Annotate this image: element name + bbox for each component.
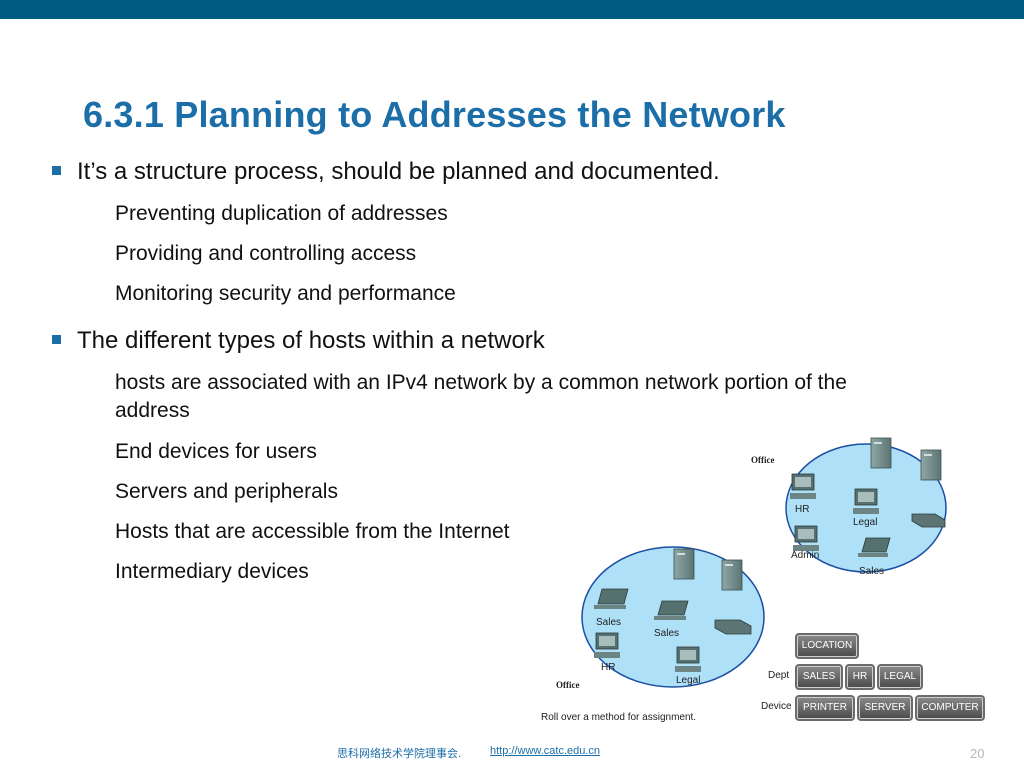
device-label: Admin bbox=[791, 550, 820, 561]
sub-item: Hosts that are accessible from the Inter… bbox=[115, 520, 510, 543]
device-label: Sales bbox=[859, 566, 885, 577]
device-label: HR bbox=[601, 662, 616, 673]
location-button[interactable]: LOCATION bbox=[795, 633, 859, 659]
device-row-label: Device bbox=[761, 701, 792, 712]
device-label: Sales bbox=[654, 628, 680, 639]
computer-icon bbox=[793, 525, 819, 551]
computer-button[interactable]: COMPUTER bbox=[915, 695, 985, 721]
legal-button[interactable]: LEGAL bbox=[877, 664, 923, 690]
computer-icon bbox=[790, 473, 816, 499]
laptop-icon bbox=[594, 588, 629, 609]
computer-icon bbox=[675, 646, 701, 672]
server-icon bbox=[721, 559, 743, 591]
top-banner bbox=[0, 0, 1024, 19]
device-label: Sales bbox=[596, 617, 622, 628]
laptop-icon bbox=[858, 537, 891, 557]
page-number: 20 bbox=[970, 746, 985, 761]
device-label: HR bbox=[795, 504, 810, 515]
sub-item: Servers and peripherals bbox=[115, 480, 338, 503]
bullet-text: The different types of hosts within a ne… bbox=[77, 327, 545, 354]
printer-button[interactable]: PRINTER bbox=[795, 695, 855, 721]
bullet-text: It’s a structure process, should be plan… bbox=[77, 158, 720, 185]
computer-icon bbox=[594, 632, 620, 658]
sub-item: Monitoring security and performance bbox=[115, 282, 456, 305]
server-icon bbox=[673, 548, 695, 580]
sub-item: hosts are associated with an IPv4 networ… bbox=[115, 371, 847, 422]
sub-item: Preventing duplication of addresses bbox=[115, 202, 448, 225]
network-label-office: Office bbox=[556, 680, 580, 690]
printer-icon bbox=[911, 513, 946, 528]
bullet-square-icon bbox=[52, 166, 61, 175]
bullet-square-icon bbox=[52, 335, 61, 344]
server-icon bbox=[920, 449, 942, 481]
slide-title: 6.3.1 Planning to Addresses the Network bbox=[83, 94, 786, 135]
rollover-instruction: Roll over a method for assignment. bbox=[541, 712, 697, 723]
laptop-icon bbox=[654, 600, 689, 620]
sales-button[interactable]: SALES bbox=[795, 664, 843, 690]
server-button[interactable]: SERVER bbox=[857, 695, 913, 721]
device-label: Legal bbox=[676, 675, 701, 686]
dept-label: Dept bbox=[768, 670, 790, 681]
sub-item: Intermediary devices bbox=[115, 560, 309, 583]
sub-item: Providing and controlling access bbox=[115, 242, 417, 265]
computer-icon bbox=[853, 488, 879, 514]
footer-org: 思科网络技术学院理事会. bbox=[337, 748, 462, 760]
device-label: Legal bbox=[853, 517, 878, 528]
footer-link[interactable]: http://www.catc.edu.cn bbox=[490, 745, 601, 757]
printer-icon bbox=[714, 619, 752, 635]
hr-button[interactable]: HR bbox=[845, 664, 875, 690]
network-label-office: Office bbox=[751, 455, 775, 465]
sub-item: End devices for users bbox=[115, 440, 317, 463]
server-icon bbox=[870, 437, 892, 469]
